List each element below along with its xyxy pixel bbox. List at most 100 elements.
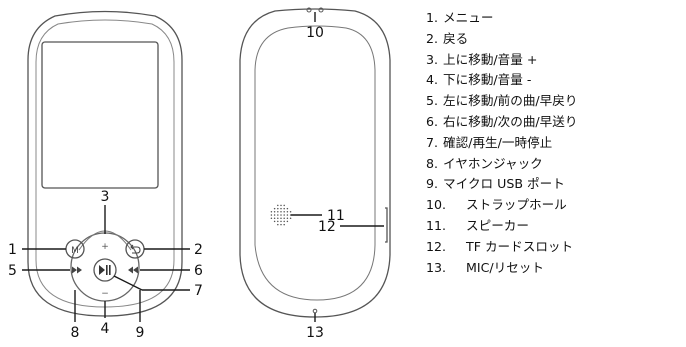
speaker-hole: [270, 211, 273, 213]
legend-item: 5.左に移動/前の曲/早戻り: [426, 91, 684, 112]
legend-number: 1.: [426, 10, 439, 25]
legend-number: 4.: [426, 72, 439, 88]
callout-5: 5: [8, 263, 17, 279]
speaker-hole: [286, 207, 289, 210]
legend-item: 12. TF カードスロット: [426, 237, 684, 258]
speaker-hole: [277, 223, 279, 226]
speaker-hole: [273, 220, 276, 223]
legend-number: 10.: [426, 197, 447, 213]
leader-line-7: [113, 275, 143, 291]
callout-8: 8: [71, 325, 80, 341]
tf-card-slot: [385, 207, 388, 243]
callout-6: 6: [194, 263, 203, 279]
callout-2: 2: [194, 242, 203, 258]
speaker-hole: [270, 217, 273, 219]
speaker-hole: [280, 207, 282, 210]
legend-item: 7.確認/再生/一時停止: [426, 133, 684, 154]
speaker-hole: [277, 214, 279, 216]
callout-1: 1: [8, 242, 17, 258]
legend-item: 13. MIC/リセット: [426, 258, 684, 279]
speaker-hole: [283, 204, 285, 207]
back-view: [239, 8, 391, 318]
legend-text: 戻る: [443, 30, 469, 46]
legend-text: 確認/再生/一時停止: [443, 134, 553, 150]
speaker-hole: [283, 211, 285, 213]
speaker-hole: [286, 214, 289, 216]
legend-item: 8.イヤホンジャック: [426, 154, 684, 175]
legend-text: TF カードスロット: [466, 238, 574, 254]
legend-number: 13.: [426, 259, 447, 275]
speaker-hole: [277, 207, 279, 210]
parts-legend: 1.メニュー 2.戻る 3.上に移動/音量 + 4.下に移動/音量 - 5.左に…: [426, 8, 684, 278]
legend-item: 9.マイクロ USB ポート: [426, 174, 684, 195]
front-leader-lines: [22, 205, 190, 322]
mic-reset-hole: [312, 308, 318, 314]
back-arrow-icon: [130, 244, 141, 254]
front-body-outline: [27, 10, 183, 317]
speaker-hole: [280, 223, 282, 226]
callout-4: 4: [101, 321, 110, 337]
speaker-grille: [270, 204, 292, 226]
speaker-hole: [277, 217, 279, 219]
speaker-hole: [283, 217, 285, 219]
speaker-hole: [273, 207, 276, 210]
speaker-hole: [273, 211, 276, 213]
speaker-hole: [283, 220, 285, 223]
legend-item: 11.スピーカー: [426, 216, 684, 237]
legend-number: 5.: [426, 93, 439, 109]
speaker-hole: [273, 214, 276, 216]
legend-number: 11.: [426, 217, 447, 233]
speaker-hole: [280, 214, 282, 216]
legend-number: 8.: [426, 155, 439, 171]
screen: [41, 41, 159, 189]
speaker-hole: [273, 217, 276, 219]
legend-item: 3.上に移動/音量 +: [426, 50, 684, 71]
speaker-hole: [277, 220, 279, 223]
speaker-hole: [277, 211, 279, 213]
speaker-hole: [283, 223, 285, 226]
dpad: + −: [70, 230, 140, 302]
play-pause-icon: [99, 265, 111, 275]
rewind-icon: [72, 266, 82, 274]
callout-labels: 1 2 3 4 5 6 7 8 9 10 11 12 13: [8, 25, 345, 341]
plus-glyph: +: [101, 242, 109, 252]
callout-10: 10: [306, 25, 324, 41]
legend-item: 4.下に移動/音量 -: [426, 70, 684, 91]
speaker-hole: [289, 211, 292, 213]
legend-text: 右に移動/次の曲/早送り: [443, 113, 578, 129]
legend-number: 2.: [426, 30, 439, 46]
legend-text: ストラップホール: [466, 197, 567, 213]
legend-text: マイクロ USB ポート: [443, 176, 565, 192]
menu-glyph: M: [71, 246, 79, 256]
callout-7: 7: [194, 283, 203, 299]
legend-number: 3.: [426, 51, 439, 67]
back-body-panel: [254, 25, 376, 301]
speaker-hole: [283, 214, 285, 216]
legend-text: 下に移動/音量 -: [443, 72, 532, 88]
legend-text: 上に移動/音量 +: [443, 51, 538, 67]
fast-forward-icon: [128, 266, 138, 274]
speaker-hole: [280, 220, 282, 223]
legend-item: 10. ストラップホール: [426, 195, 684, 216]
callout-3: 3: [101, 189, 110, 205]
callout-11: 11: [327, 208, 345, 224]
legend-text: 左に移動/前の曲/早戻り: [443, 93, 578, 109]
speaker-hole: [286, 211, 289, 213]
speaker-hole: [286, 220, 289, 223]
legend-number: 9.: [426, 176, 439, 192]
device-diagram: + − M 1 2: [8, 7, 391, 341]
play-pause-button: [93, 258, 117, 282]
speaker-hole: [283, 207, 285, 210]
legend-number: 6.: [426, 113, 439, 129]
legend-number: 12.: [426, 238, 447, 254]
speaker-hole: [280, 204, 282, 207]
legend-text: イヤホンジャック: [443, 155, 543, 171]
legend-text: MIC/リセット: [466, 259, 544, 275]
back-leader-lines: [291, 12, 384, 322]
speaker-hole: [280, 217, 282, 219]
legend-item: 6.右に移動/次の曲/早送り: [426, 112, 684, 133]
legend-number: 7.: [426, 134, 439, 150]
strap-hole: [306, 7, 324, 13]
speaker-hole: [289, 217, 292, 219]
speaker-hole: [277, 204, 279, 207]
